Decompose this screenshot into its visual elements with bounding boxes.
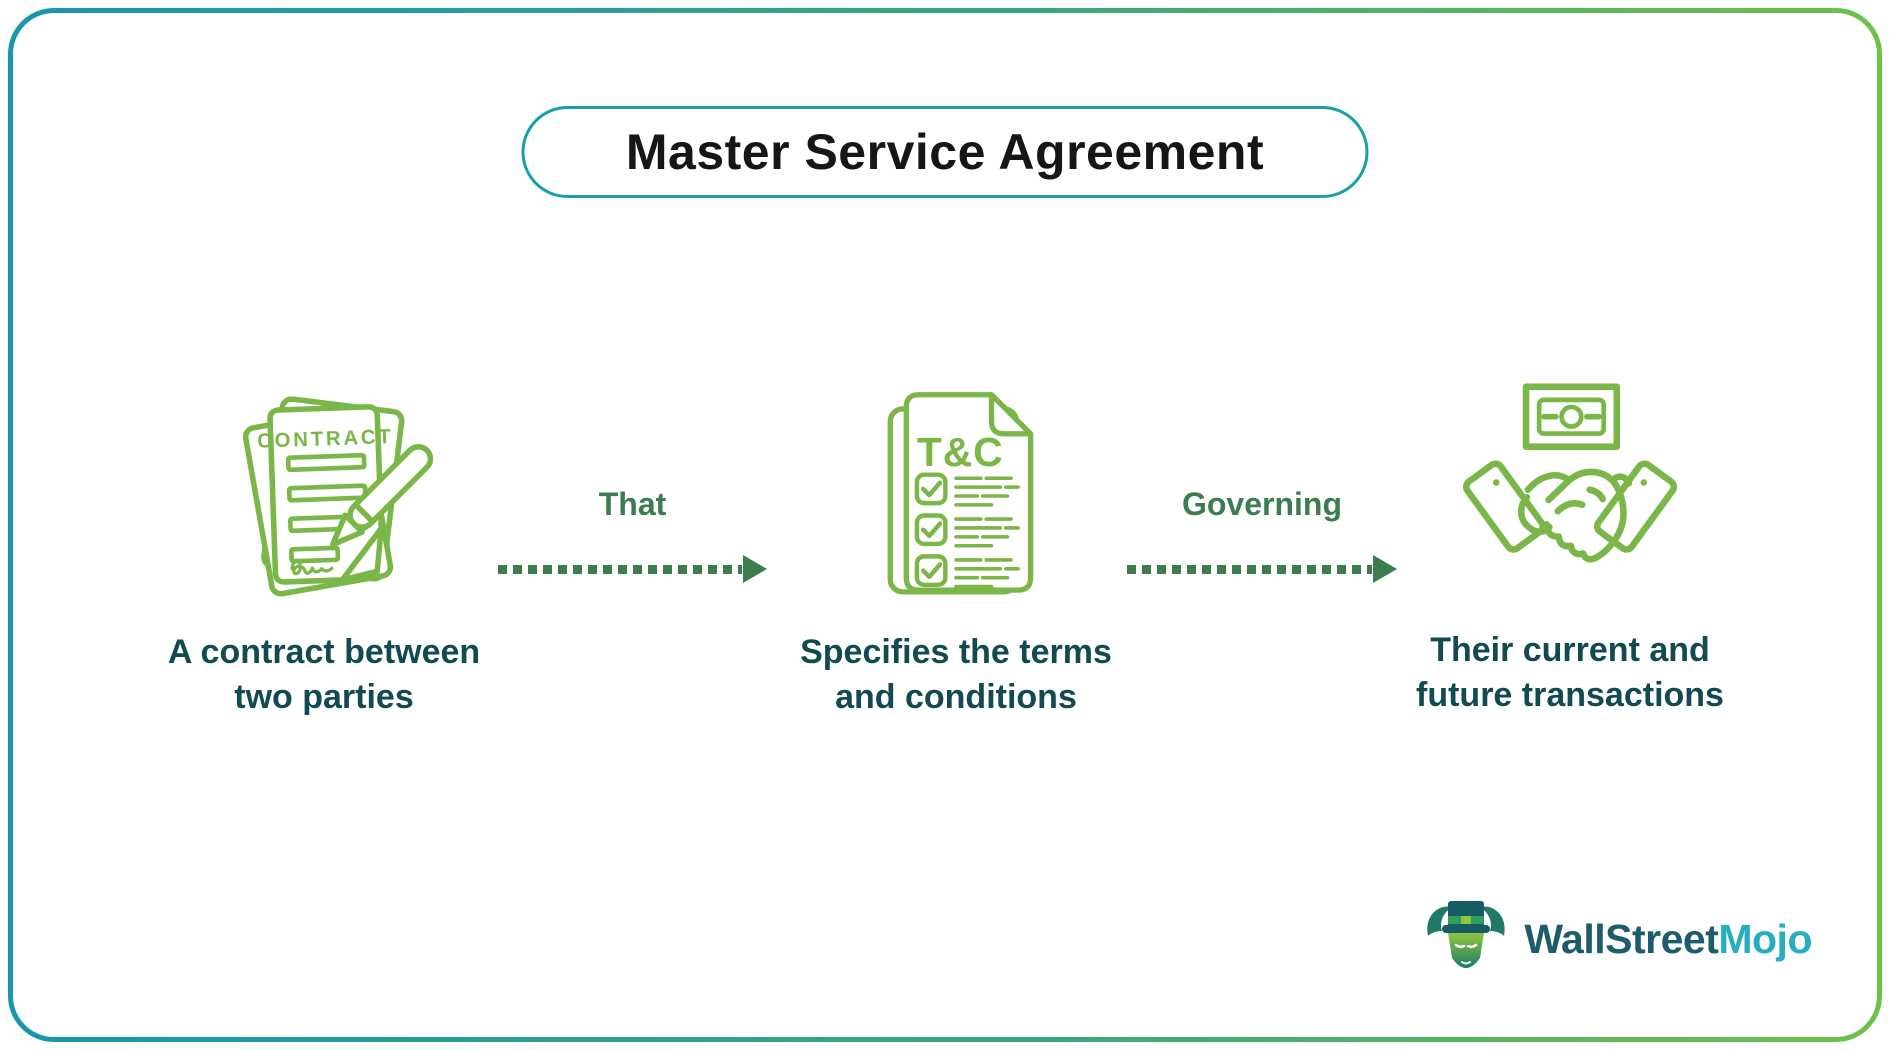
terms-heading-text: T&C (917, 429, 1004, 475)
dotted-arrow (498, 555, 767, 583)
step-contract: CONTRACT A contract between two parties (114, 372, 534, 720)
title-pill: Master Service Agreement (521, 106, 1369, 198)
connector-label: That (598, 486, 667, 522)
caption-line: Their current and (1430, 631, 1710, 669)
logo-text-mojo: Mojo (1718, 915, 1812, 962)
contract-document-icon: CONTRACT (242, 396, 433, 597)
banknote-icon (1522, 383, 1621, 450)
checkbox-list (914, 472, 948, 588)
logo-text-wallstreet: WallStreet (1524, 915, 1719, 962)
step-transactions: Their current and future transactions (1360, 370, 1780, 718)
logo-wordmark: WallStreetMojo (1524, 916, 1812, 963)
caption-line: Specifies the terms (800, 633, 1112, 671)
arrow-head-icon (743, 555, 767, 583)
dotted-line (498, 564, 742, 574)
dotted-arrow (1127, 555, 1397, 583)
caption-line: two parties (234, 677, 414, 716)
step-terms: T&C (746, 372, 1166, 720)
dotted-line (1127, 564, 1372, 574)
caption-line: A contract between (167, 633, 481, 671)
text-lines (954, 476, 1020, 589)
connector-that: That (498, 486, 767, 583)
terms-icon-box: T&C (867, 372, 1045, 604)
contract-icon-box: CONTRACT (212, 372, 437, 604)
terms-document-icon: T&C (887, 392, 1034, 595)
contract-heading-text: CONTRACT (256, 426, 393, 453)
arrow-head-icon (1373, 555, 1397, 583)
handshake-hands (1517, 468, 1633, 563)
step-terms-caption: Specifies the terms and conditions (800, 630, 1112, 720)
step-transactions-caption: Their current and future transactions (1416, 628, 1724, 718)
bull-logo-icon (1427, 901, 1506, 968)
caption-line: future transactions (1416, 675, 1724, 714)
pen-icon (329, 444, 433, 548)
money-handshake-icon (1462, 383, 1678, 563)
connector-governing: Governing (1127, 486, 1397, 583)
wallstreetmojo-logo: WallStreetMojo (1422, 898, 1812, 980)
step-contract-caption: A contract between two parties (168, 630, 480, 720)
page-title: Master Service Agreement (625, 124, 1265, 180)
connector-label: Governing (1181, 486, 1342, 522)
caption-line: and conditions (835, 677, 1077, 716)
transactions-icon-box (1453, 370, 1687, 602)
